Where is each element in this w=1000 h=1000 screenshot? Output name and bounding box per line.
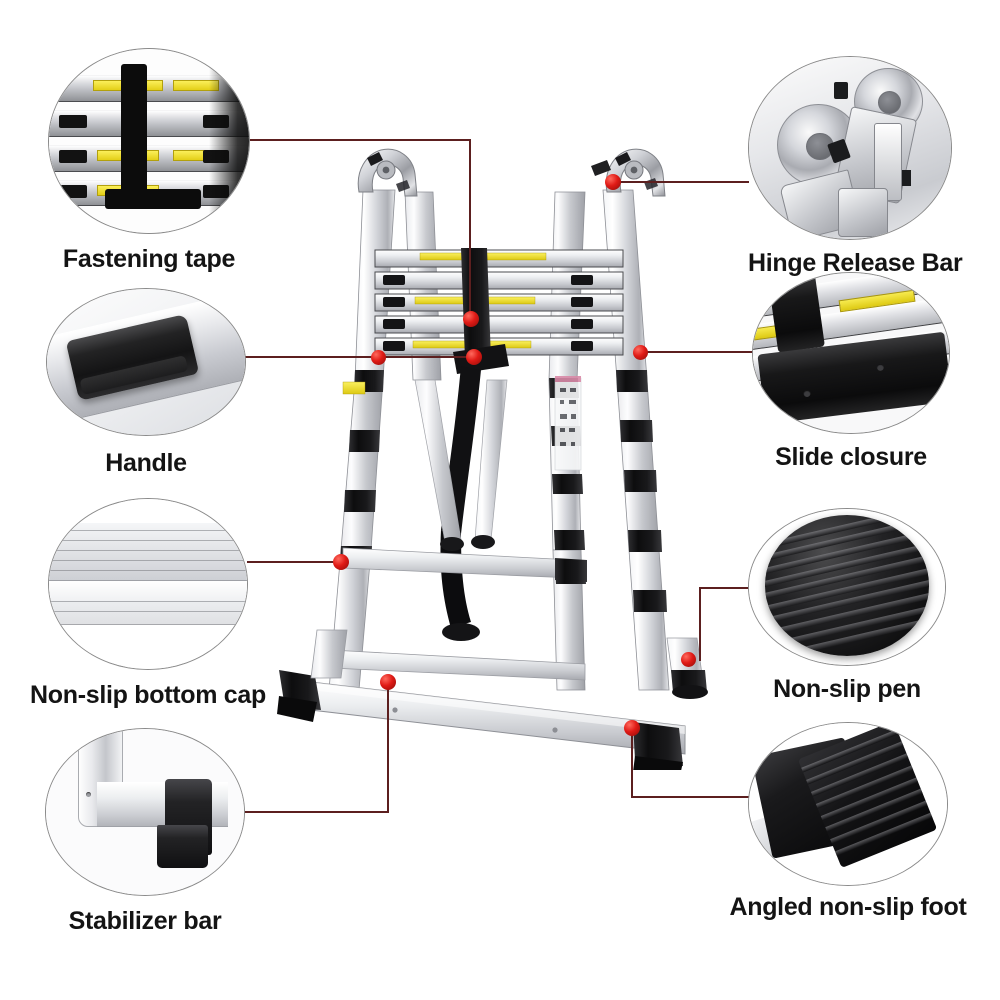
callout-hinge-release-bar[interactable]: Hinge Release Bar bbox=[748, 56, 963, 277]
callout-label-non-slip-pen: Non-slip pen bbox=[773, 675, 921, 703]
anchor-dot-fastening-tape bbox=[463, 311, 479, 327]
ladder-illustration bbox=[255, 130, 745, 770]
callout-stabilizer-bar[interactable]: Stabilizer bar bbox=[45, 728, 245, 934]
hinge-release-bar-photo bbox=[748, 56, 952, 240]
anchor-dot-slide-closure bbox=[633, 345, 648, 360]
anchor-dot-stabilizer-bar bbox=[380, 674, 396, 690]
slide-closure-photo bbox=[752, 272, 950, 434]
callout-handle[interactable]: Handle bbox=[46, 288, 246, 476]
anchor-dot-non-slip-bottom-cap bbox=[333, 554, 349, 570]
callout-angled-non-slip-foot[interactable]: Angled non-slip foot bbox=[729, 722, 967, 920]
fastening-tape-photo bbox=[48, 48, 250, 234]
callout-label-non-slip-bottom-cap: Non-slip bottom cap bbox=[30, 681, 266, 709]
callout-label-stabilizer-bar: Stabilizer bar bbox=[68, 907, 222, 935]
callout-label-fastening-tape: Fastening tape bbox=[62, 245, 236, 273]
callout-non-slip-pen[interactable]: Non-slip pen bbox=[748, 508, 946, 702]
callout-label-angled-non-slip-foot: Angled non-slip foot bbox=[729, 893, 967, 921]
handle-photo bbox=[46, 288, 246, 436]
anchor-dot-angled-non-slip-foot bbox=[624, 720, 640, 736]
callout-label-handle: Handle bbox=[105, 449, 187, 477]
non-slip-pen-photo bbox=[748, 508, 946, 666]
angled-non-slip-foot-photo bbox=[748, 722, 948, 886]
callout-non-slip-bottom-cap[interactable]: Non-slip bottom cap bbox=[30, 498, 266, 708]
callout-label-hinge-release-bar: Hinge Release Bar bbox=[748, 249, 963, 277]
callout-label-slide-closure: Slide closure bbox=[775, 443, 927, 471]
anchor-dot-hinge-release-bar bbox=[605, 174, 621, 190]
anchor-dot-handle-rail bbox=[371, 350, 386, 365]
anchor-dot-non-slip-pen bbox=[681, 652, 696, 667]
anchor-dot-handle bbox=[466, 349, 482, 365]
stabilizer-bar-photo bbox=[45, 728, 245, 896]
non-slip-bottom-cap-photo bbox=[48, 498, 248, 670]
callout-fastening-tape[interactable]: Fastening tape bbox=[48, 48, 250, 272]
callout-slide-closure[interactable]: Slide closure bbox=[752, 272, 950, 470]
